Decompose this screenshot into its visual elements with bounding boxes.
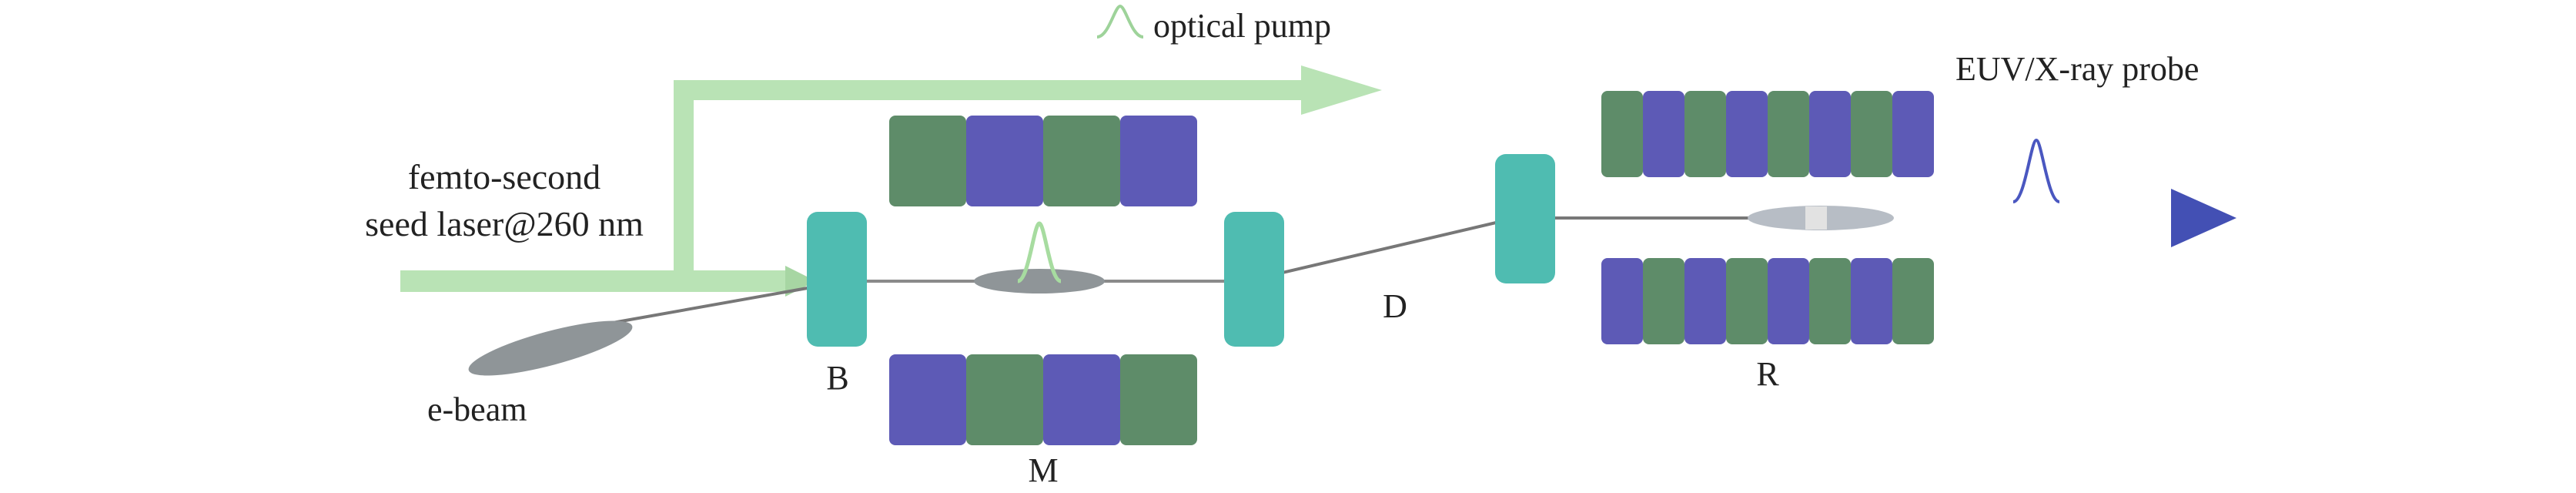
modulator-bottom-magnet-2 (966, 354, 1043, 445)
radiator-bottom-magnet-5 (1768, 258, 1809, 344)
radiator-top-magnet-5 (1768, 91, 1809, 177)
radiator-bottom-magnet-6 (1809, 258, 1851, 344)
radiator-top-magnet-3 (1684, 91, 1726, 177)
seed-laser-label-line1: femto-second (408, 157, 601, 196)
chicane-blocks (807, 154, 1555, 347)
radiator-bottom-magnet-7 (1851, 258, 1892, 344)
modulator-m-label: M (1028, 451, 1058, 489)
radiator-top-magnet-8 (1892, 91, 1934, 177)
modulator-magnets (889, 116, 1197, 445)
laser-pulses (1016, 4, 2060, 283)
radiator-top-magnet-4 (1726, 91, 1768, 177)
euv-probe-label: EUV/X-ray probe (1955, 50, 2199, 88)
radiator-bottom-magnet-3 (1684, 258, 1726, 344)
electron-bunch-modulator (974, 269, 1105, 293)
chicane-block-b (807, 212, 867, 347)
seed-laser-label-line2: seed laser@260 nm (365, 204, 644, 243)
radiator-top-magnet-2 (1643, 91, 1684, 177)
radiator-top-magnet-7 (1851, 91, 1892, 177)
modulator-top-magnet-4 (1120, 116, 1197, 206)
electron-beam-path (468, 213, 1848, 376)
modulator-bottom-magnet-3 (1043, 354, 1120, 445)
bunch-highlight (1805, 206, 1827, 230)
radiator-magnets (1601, 91, 1934, 344)
ebeam-drift-line (1262, 213, 1533, 279)
probe-pulse-icon (2012, 138, 2060, 203)
radiator-top-magnet-1 (1601, 91, 1643, 177)
radiator-bottom-magnet-1 (1601, 258, 1643, 344)
radiator-r-label: R (1756, 355, 1779, 393)
seed-arrowhead (785, 266, 816, 297)
pump-arrowhead (1301, 65, 1382, 115)
modulator-top-magnet-1 (889, 116, 966, 206)
modulator-bottom-magnet-1 (889, 354, 966, 445)
chicane-b-label: B (826, 359, 848, 397)
ebeam-incoming-line (607, 285, 817, 325)
modulator-top-magnet-3 (1043, 116, 1120, 206)
modulator-top-magnet-2 (966, 116, 1043, 206)
modulator-bottom-magnet-4 (1120, 354, 1197, 445)
probe-arrowhead (2171, 189, 2236, 247)
radiator-bottom-magnet-4 (1726, 258, 1768, 344)
chicane-block-radiator-entry (1495, 154, 1555, 283)
optical-pump-label: optical pump (1153, 7, 1331, 45)
optical-pump-beam (400, 65, 1382, 297)
diagram-labels: optical pump EUV/X-ray probe femto-secon… (365, 7, 2199, 489)
pump-pulse-icon (1096, 4, 1144, 39)
ebeam-label: e-beam (427, 391, 527, 428)
modulator-pulse-icon (1016, 221, 1062, 283)
drift-d-label: D (1383, 287, 1407, 325)
radiator-bottom-magnet-8 (1892, 258, 1934, 344)
radiator-top-magnet-6 (1809, 91, 1851, 177)
electron-bunch-incoming (468, 320, 633, 376)
chicane-block-modulator-exit (1224, 212, 1284, 347)
radiator-bottom-magnet-2 (1643, 258, 1684, 344)
probe-beam (1748, 189, 2236, 247)
